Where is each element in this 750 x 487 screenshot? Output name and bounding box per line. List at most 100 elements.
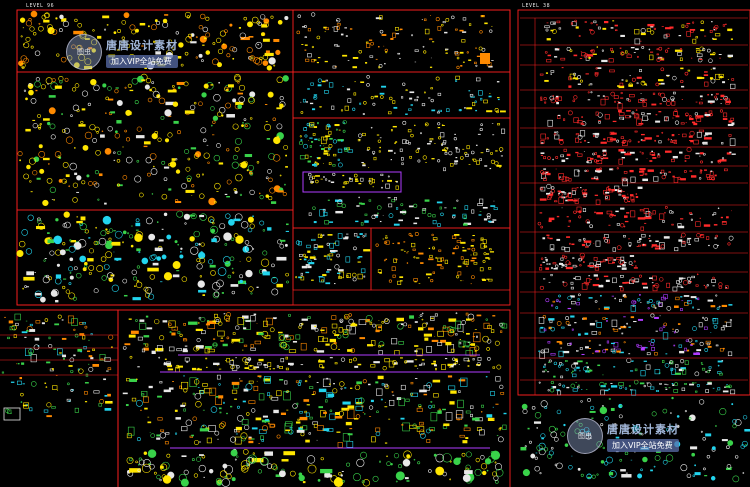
- cad-block-symbol: [328, 180, 331, 182]
- cad-block-symbol: [573, 198, 575, 200]
- cad-block-symbol: [608, 58, 614, 63]
- cad-circle-symbol: [222, 256, 231, 264]
- cad-circle-symbol: [650, 313, 655, 318]
- cad-block-symbol: [686, 349, 690, 352]
- cad-block-symbol: [116, 49, 121, 51]
- cad-block-symbol: [648, 238, 650, 239]
- cad-circle-symbol: [56, 263, 60, 267]
- cad-circle-symbol: [127, 232, 130, 235]
- cad-block-symbol: [328, 253, 334, 257]
- cad-circle-symbol: [600, 460, 605, 464]
- cad-block-symbol: [460, 241, 466, 244]
- cad-block-symbol: [310, 82, 314, 86]
- cad-circle-symbol: [297, 382, 302, 386]
- cad-block-symbol: [32, 119, 36, 121]
- cad-block-symbol: [15, 322, 19, 326]
- cad-circle-symbol: [241, 465, 249, 473]
- cad-circle-symbol: [682, 280, 688, 286]
- cad-circle-symbol: [361, 480, 365, 484]
- cad-block-symbol: [300, 272, 303, 276]
- cad-block-symbol: [372, 179, 376, 184]
- cad-circle-symbol: [247, 216, 254, 223]
- cad-block-symbol: [162, 320, 168, 323]
- cad-circle-symbol: [718, 285, 723, 289]
- cad-block-symbol: [459, 29, 464, 32]
- cad-block-symbol: [62, 354, 67, 358]
- cad-block-symbol: [295, 334, 301, 340]
- cad-block-symbol: [110, 274, 115, 277]
- cad-block-symbol: [479, 198, 484, 204]
- cad-block-symbol: [425, 273, 432, 276]
- cad-circle-symbol: [686, 473, 692, 479]
- cad-block-symbol: [48, 95, 56, 98]
- cad-block-symbol: [550, 29, 554, 32]
- cad-block-symbol: [651, 244, 657, 247]
- cad-block-symbol: [264, 335, 271, 339]
- cad-circle-symbol: [698, 177, 702, 180]
- cad-circle-symbol: [309, 176, 313, 181]
- cad-block-symbol: [713, 224, 718, 226]
- cad-circle-symbol: [94, 170, 99, 175]
- cad-circle-symbol: [249, 55, 256, 62]
- cad-block-symbol: [612, 261, 615, 264]
- cad-circle-symbol: [42, 276, 50, 284]
- cad-block-symbol: [105, 400, 113, 404]
- cad-circle-symbol: [694, 112, 699, 116]
- cad-circle-symbol: [149, 463, 155, 470]
- cad-circle-symbol: [156, 474, 161, 480]
- cad-block-symbol: [672, 286, 678, 292]
- cad-block-symbol: [487, 417, 495, 422]
- cad-block-symbol: [429, 38, 433, 41]
- cad-circle-symbol: [284, 243, 288, 247]
- cad-circle-symbol: [551, 186, 555, 190]
- cad-circle-symbol: [210, 106, 215, 111]
- cad-block-symbol: [650, 25, 654, 28]
- cad-circle-symbol: [372, 475, 379, 482]
- cad-block-symbol: [560, 257, 564, 261]
- cad-block-symbol: [493, 418, 495, 420]
- cad-circle-symbol: [471, 275, 475, 279]
- cad-block-symbol: [631, 198, 635, 203]
- cad-block-symbol: [342, 433, 351, 442]
- cad-block-symbol: [203, 388, 212, 394]
- cad-block-symbol: [690, 175, 697, 178]
- cad-circle-symbol: [207, 161, 210, 165]
- cad-circle-symbol: [267, 91, 274, 98]
- cad-block-symbol: [460, 377, 468, 387]
- cad-circle-symbol: [232, 154, 238, 160]
- cad-block-symbol: [575, 151, 579, 154]
- cad-block-symbol: [86, 350, 91, 353]
- cad-block-symbol: [320, 178, 323, 180]
- cad-circle-symbol: [435, 76, 440, 81]
- watermark-logo-icon: 图虫: [567, 418, 603, 454]
- cad-block-symbol: [156, 434, 161, 437]
- cad-block-symbol: [149, 432, 151, 434]
- cad-block-symbol: [239, 261, 241, 262]
- cad-block-symbol: [323, 26, 327, 29]
- cad-circle-symbol: [599, 406, 608, 415]
- cad-block-symbol: [631, 264, 634, 266]
- cad-block-symbol: [201, 330, 206, 335]
- cad-circle-symbol: [92, 138, 97, 143]
- cad-circle-symbol: [671, 98, 675, 102]
- cad-circle-symbol: [153, 471, 157, 475]
- cad-circle-symbol: [430, 278, 434, 283]
- cad-circle-symbol: [159, 335, 165, 341]
- cad-block-symbol: [350, 323, 358, 327]
- cad-block-symbol: [603, 237, 606, 240]
- cad-circle-symbol: [605, 196, 608, 199]
- cad-block-symbol: [309, 145, 312, 148]
- cad-circle-symbol: [180, 63, 184, 67]
- cad-block-symbol: [360, 81, 365, 83]
- sheet-frame-bottom-center: [117, 309, 511, 487]
- cad-circle-symbol: [288, 429, 294, 435]
- cad-circle-symbol: [661, 131, 664, 134]
- cad-block-symbol: [725, 23, 727, 25]
- cad-block-symbol: [156, 437, 161, 440]
- cad-block-symbol: [106, 240, 112, 244]
- cad-block-symbol: [323, 176, 325, 178]
- cad-block-symbol: [659, 213, 665, 220]
- cad-block-symbol: [190, 41, 197, 44]
- cad-block-symbol: [400, 417, 405, 420]
